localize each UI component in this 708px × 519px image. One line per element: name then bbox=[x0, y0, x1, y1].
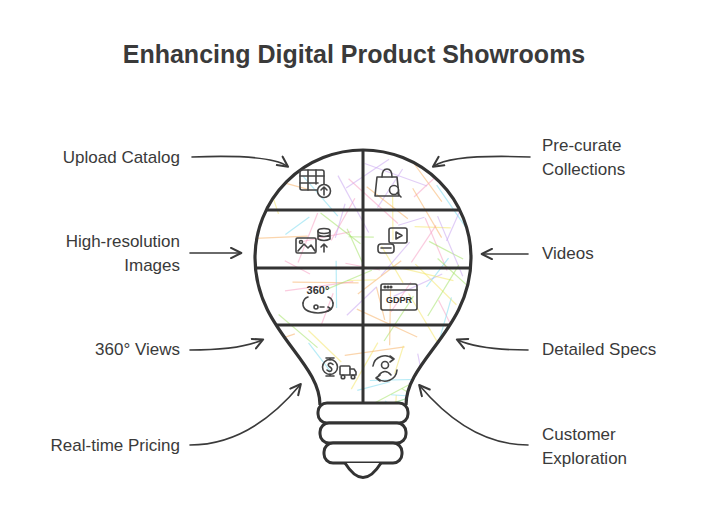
scribble-stroke bbox=[325, 270, 371, 290]
scribble-stroke bbox=[395, 346, 404, 374]
scribble-stroke bbox=[345, 347, 405, 355]
icon-text: GDPR bbox=[382, 296, 416, 305]
specs-window-icon bbox=[381, 284, 417, 310]
image-icon bbox=[296, 229, 330, 254]
scribble-stroke bbox=[445, 365, 490, 383]
scribble-stroke bbox=[429, 241, 463, 259]
collection-icon bbox=[375, 169, 401, 197]
feature-label: Upload Catalog bbox=[15, 146, 180, 170]
scribble-stroke bbox=[417, 401, 419, 434]
icon-text: 360° bbox=[298, 285, 338, 296]
label-slot: Pre-curate Collections bbox=[542, 134, 692, 182]
leader-arrow bbox=[192, 156, 287, 166]
label-slot: Videos bbox=[542, 242, 692, 266]
scribble-stroke bbox=[381, 242, 410, 275]
title-slot: Enhancing Digital Product Showrooms bbox=[0, 40, 708, 69]
feature-label: High-resolution Images bbox=[20, 230, 180, 278]
scribble-stroke bbox=[398, 217, 424, 225]
scribble-stroke bbox=[357, 309, 417, 337]
video-icon bbox=[378, 228, 407, 253]
scribble-stroke bbox=[331, 198, 355, 240]
scribble-stroke bbox=[349, 236, 374, 238]
scribble-stroke bbox=[285, 183, 310, 190]
scribble-stroke bbox=[413, 188, 442, 237]
scribble-stroke bbox=[428, 363, 453, 407]
leader-arrow bbox=[190, 385, 300, 445]
bulb-outline bbox=[255, 150, 471, 405]
label-slot: GDPR bbox=[382, 296, 416, 305]
customer-icon bbox=[373, 356, 397, 381]
scribble-stroke bbox=[347, 279, 375, 281]
leader-arrow bbox=[190, 340, 262, 350]
scribble-stroke bbox=[285, 217, 309, 235]
scribble-stroke bbox=[246, 355, 280, 401]
leader-arrow bbox=[434, 156, 530, 166]
scribble-stroke bbox=[447, 212, 460, 241]
diagram-title: Enhancing Digital Product Showrooms bbox=[0, 40, 708, 69]
leader-arrows bbox=[190, 156, 530, 445]
rotation-icon bbox=[303, 297, 333, 313]
label-slot: 360° Views bbox=[15, 338, 180, 362]
scribble-stroke bbox=[349, 179, 398, 224]
scribble-stroke bbox=[421, 383, 479, 404]
label-slot: High-resolution Images bbox=[20, 230, 180, 278]
scribble-stroke bbox=[294, 407, 305, 461]
leader-arrow bbox=[420, 386, 528, 445]
label-slot: Detailed Specs bbox=[542, 338, 692, 362]
scribble-stroke bbox=[409, 294, 439, 345]
scribble-stroke bbox=[426, 258, 448, 287]
scribble-stroke bbox=[279, 314, 318, 347]
scribble-stroke bbox=[394, 274, 443, 296]
label-slot: Upload Catalog bbox=[15, 146, 180, 170]
scribble-stroke bbox=[392, 190, 394, 240]
feature-label: Detailed Specs bbox=[542, 338, 692, 362]
scribble-stroke bbox=[309, 343, 331, 371]
scribble-stroke bbox=[382, 246, 404, 283]
scribble-stroke bbox=[443, 391, 459, 428]
scribble-stroke bbox=[409, 383, 446, 390]
scribble-stroke bbox=[423, 408, 482, 439]
feature-label: Videos bbox=[542, 242, 692, 266]
leader-arrow bbox=[190, 252, 240, 254]
feature-label: 360° Views bbox=[15, 338, 180, 362]
scribble-stroke bbox=[428, 265, 459, 316]
scribble-stroke bbox=[351, 343, 378, 389]
label-slot: 360° bbox=[298, 285, 338, 296]
leader-arrow bbox=[458, 340, 528, 350]
leader-arrow bbox=[483, 253, 528, 255]
scribble-stroke bbox=[415, 227, 451, 228]
scribble-stroke bbox=[411, 225, 436, 262]
feature-label: Customer Exploration bbox=[542, 423, 692, 471]
scribble-stroke bbox=[391, 395, 456, 399]
scribble-stroke bbox=[441, 369, 468, 418]
scribble-stroke bbox=[308, 330, 341, 362]
scribble-stroke bbox=[365, 164, 427, 187]
bulb-grid bbox=[240, 140, 490, 470]
cell-icons bbox=[296, 169, 417, 381]
feature-label: Pre-curate Collections bbox=[542, 134, 692, 182]
catalog-icon bbox=[300, 170, 331, 198]
label-slot: Real-time Pricing bbox=[15, 434, 180, 458]
scribble-stroke bbox=[377, 169, 402, 208]
feature-label: Real-time Pricing bbox=[15, 434, 180, 458]
bulb-base bbox=[318, 403, 408, 478]
pricing-icon bbox=[323, 358, 357, 379]
label-slot: Customer Exploration bbox=[542, 423, 692, 471]
